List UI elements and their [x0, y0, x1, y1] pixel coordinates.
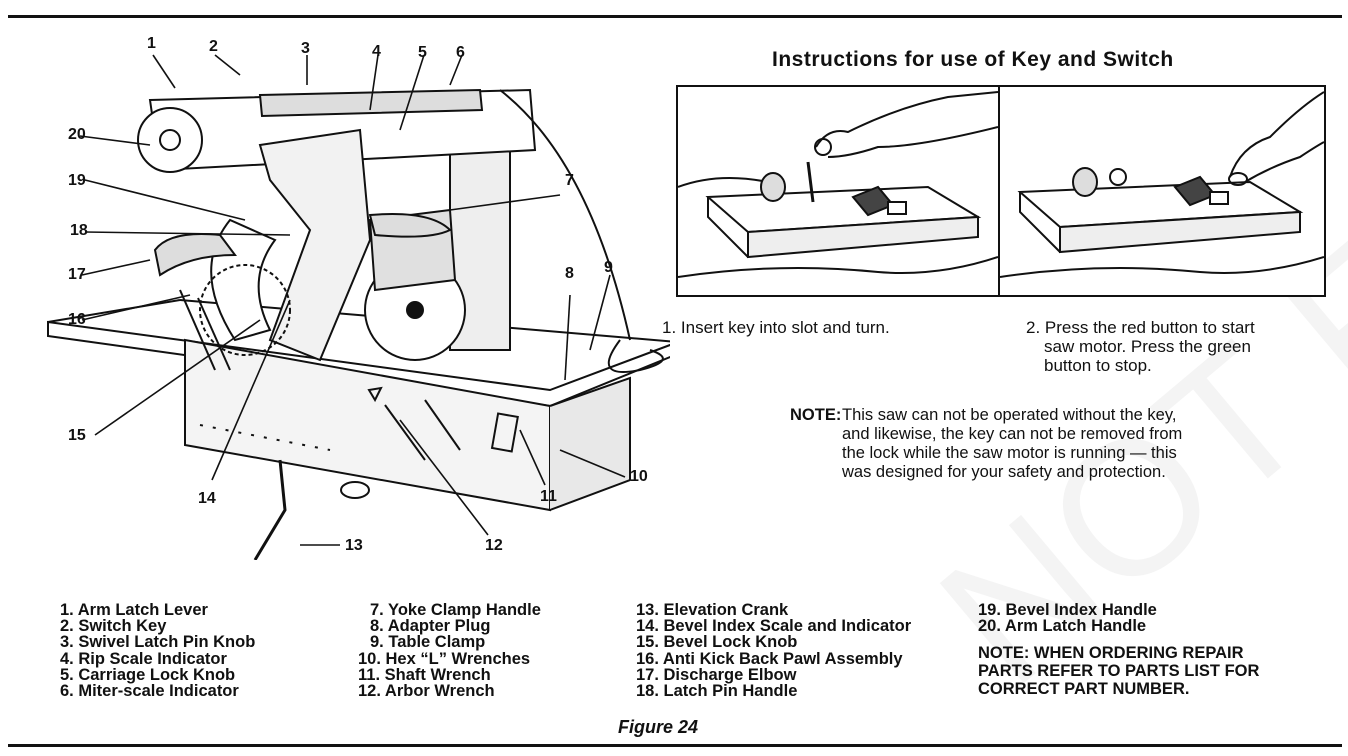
callout-10: 10	[630, 468, 648, 485]
callout-2: 2	[209, 38, 218, 55]
legend-item: 10. Hex “L” Wrenches	[358, 649, 531, 668]
elevation-crank	[253, 459, 287, 560]
ordering-note-line: NOTE: WHEN ORDERING REPAIR	[978, 644, 1244, 662]
callout-12: 12	[485, 537, 503, 554]
legend-item: 5. Carriage Lock Knob	[60, 665, 236, 684]
note-line: and likewise, the key can not be removed…	[842, 425, 1183, 443]
callout-4: 4	[372, 43, 381, 60]
callout-6: 6	[456, 44, 465, 61]
note-line: This saw can not be operated without the…	[842, 406, 1177, 424]
legend-item: 19. Bevel Index Handle	[978, 601, 1157, 619]
callout-18: 18	[70, 222, 88, 239]
step-2-line-1: 2. Press the red button to start	[1026, 318, 1255, 337]
callout-16: 16	[68, 311, 86, 328]
saw-blade	[199, 264, 291, 356]
legend-column-4: 19. Bevel Index Handle 20. Arm Latch Han…	[978, 601, 1157, 636]
legend-item: 8. Adapter Plug	[370, 617, 491, 636]
legend-item: 11. Shaft Wrench	[358, 665, 491, 684]
callout-leaders	[79, 54, 626, 546]
legend-item: 14. Bevel Index Scale and Indicator	[636, 617, 912, 636]
step-2-text: 2. Press the red button to start saw mot…	[1026, 318, 1316, 375]
ordering-note-line: CORRECT PART NUMBER.	[978, 680, 1190, 698]
callout-8: 8	[565, 265, 574, 282]
legend-item: 4. Rip Scale Indicator	[60, 649, 227, 668]
note-line: was designed for your safety and protect…	[842, 463, 1166, 481]
ordering-note: NOTE: WHEN ORDERING REPAIR PARTS REFER T…	[978, 644, 1259, 698]
callout-19: 19	[68, 172, 86, 189]
note-text: This saw can not be operated without the…	[842, 406, 1310, 482]
legend-column-2: 7. Yoke Clamp Handle 8. Adapter Plug 9. …	[358, 601, 541, 701]
ordering-note-line: PARTS REFER TO PARTS LIST FOR	[978, 662, 1260, 680]
legend-item: 13. Elevation Crank	[636, 601, 789, 619]
legend-item: 12. Arbor Wrench	[358, 682, 495, 701]
legend-item: 15. Bevel Lock Knob	[636, 633, 798, 652]
legend-item: 9. Table Clamp	[370, 633, 486, 652]
key-note: NOTE: This saw can not be operated witho…	[790, 406, 1310, 482]
note-label: NOTE:	[790, 406, 842, 424]
legend-column-1: 1. Arm Latch Lever 2. Switch Key 3. Swiv…	[60, 601, 256, 701]
callout-15: 15	[68, 427, 86, 444]
legend-item: 16. Anti Kick Back Pawl Assembly	[636, 649, 903, 668]
callout-7: 7	[565, 172, 574, 189]
key-insert-illustration	[676, 85, 1000, 297]
step-2-line-2: saw motor. Press the green	[1044, 337, 1251, 356]
radial-arm-saw-illustration	[47, 88, 670, 560]
legend-item: 1. Arm Latch Lever	[60, 601, 208, 619]
legend-item: 7. Yoke Clamp Handle	[370, 601, 541, 619]
callout-13: 13	[345, 537, 363, 554]
callout-5: 5	[418, 44, 427, 61]
legend-item: 3. Swivel Latch Pin Knob	[60, 633, 256, 652]
note-line: the lock while the saw motor is running …	[842, 444, 1177, 462]
step-1-text: 1. Insert key into slot and turn.	[662, 318, 890, 337]
callout-14: 14	[198, 490, 216, 507]
callout-17: 17	[68, 266, 86, 283]
legend-item: 6. Miter-scale Indicator	[60, 682, 239, 701]
legend-item: 17. Discharge Elbow	[636, 665, 797, 684]
legend-item: 20. Arm Latch Handle	[978, 617, 1147, 636]
saw-table	[47, 320, 670, 408]
callout-11: 11	[540, 488, 557, 505]
legend-item: 2. Switch Key	[60, 617, 167, 636]
callout-9: 9	[604, 259, 613, 276]
callout-1: 1	[147, 35, 156, 52]
figure-caption: Figure 24	[618, 717, 699, 737]
callout-3: 3	[301, 40, 310, 57]
step-2-line-3: button to stop.	[1044, 356, 1152, 375]
instructions-title: Instructions for use of Key and Switch	[772, 48, 1174, 71]
legend-item: 18. Latch Pin Handle	[636, 682, 798, 701]
legend-column-3: 13. Elevation Crank 14. Bevel Index Scal…	[636, 601, 912, 701]
callout-20: 20	[68, 126, 86, 143]
page-frame	[8, 15, 1342, 747]
saw-yoke	[258, 128, 372, 362]
button-press-illustration	[998, 85, 1326, 297]
